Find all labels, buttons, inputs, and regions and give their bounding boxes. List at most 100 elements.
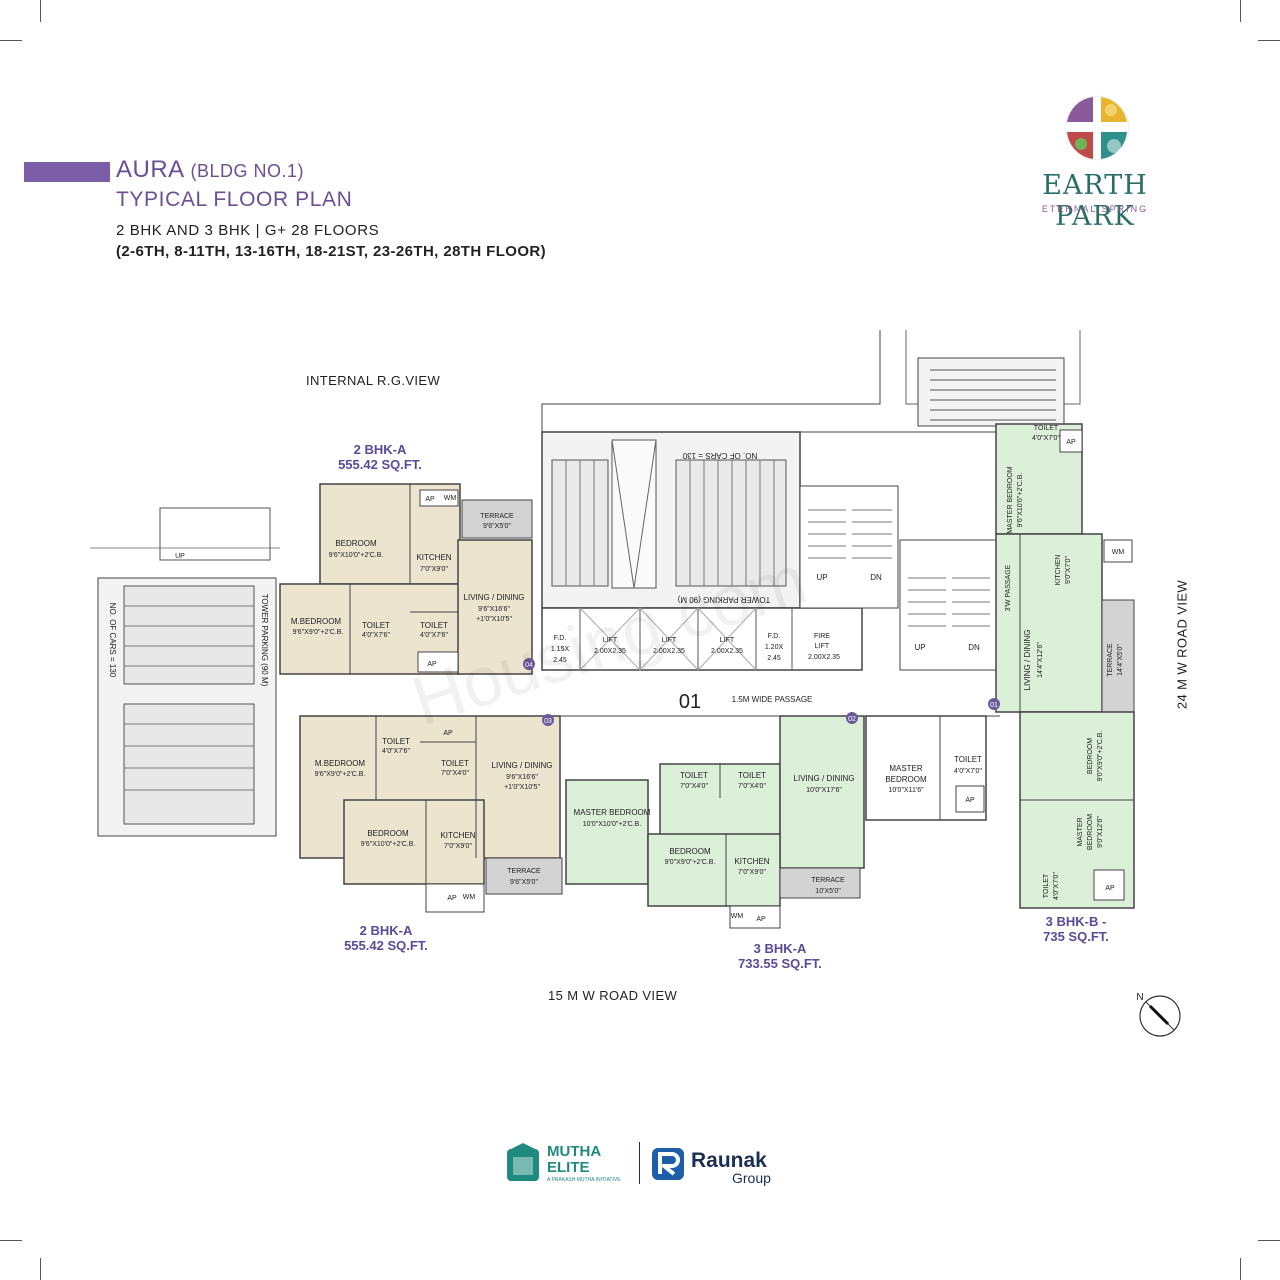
brand-name: EARTH PARK xyxy=(1042,170,1148,232)
lift-dim-1: 2.00X2.35 xyxy=(594,648,626,655)
mbedroom-label: M.BEDROOM xyxy=(291,617,342,626)
unit-area: 733.55 SQ.FT. xyxy=(738,956,822,971)
config-line: 2 BHK AND 3 BHK | G+ 28 FLOORS xyxy=(116,222,380,239)
fire-lift-dim: 2.00X2.35 xyxy=(808,654,840,661)
fd-dim-2: 1.20X xyxy=(765,644,784,651)
kitchen-label-3a: KITCHEN xyxy=(734,857,769,866)
unit-label-2bhk-top: 2 BHK-A 555.42 SQ.FT. xyxy=(320,442,440,472)
unit-area: 735 SQ.FT. xyxy=(1043,929,1109,944)
kitchen-label-3b: KITCHEN xyxy=(1055,555,1062,586)
north-arrow-icon: N xyxy=(1136,992,1181,1037)
fd-dim-1b: 2.45 xyxy=(553,657,567,664)
plan-title: TYPICAL FLOOR PLAN xyxy=(116,188,353,211)
terrace-label-top: TERRACE xyxy=(480,513,514,520)
view-bottom: 15 M W ROAD VIEW xyxy=(548,988,678,1003)
unit-3bhk-b-mid: MASTER BEDROOM 10'0"X11'6" TOILET 4'0"X7… xyxy=(865,715,987,821)
marker-04: 04 xyxy=(525,662,533,669)
bedroom-label: BEDROOM xyxy=(335,539,377,548)
toilet-label-1: TOILET xyxy=(362,621,390,630)
ap-label-3b-top: AP xyxy=(1066,439,1076,446)
crop-mark xyxy=(40,0,41,22)
crop-mark xyxy=(1258,40,1280,41)
ap-label-3a: AP xyxy=(756,916,766,923)
unit-label-3bhk-a: 3 BHK-A 733.55 SQ.FT. xyxy=(720,941,840,971)
mutha-line2: ELITE xyxy=(547,1159,590,1176)
fire-lift-label-2: LIFT xyxy=(815,643,830,650)
master-label-3b2: MASTER xyxy=(1077,817,1084,846)
left-parking-block: NO. OF CARS = 130 TOWER PARKING (90 M) U… xyxy=(97,507,277,837)
crop-mark xyxy=(1258,1240,1280,1241)
bedroom-label-3b: BEDROOM xyxy=(1087,738,1094,774)
lift-label-1: LIFT xyxy=(603,637,618,644)
living-dim-3b: 14'4"X12'6" xyxy=(1037,642,1044,678)
toilet-dim-2: 4'0"X7'6" xyxy=(420,632,448,639)
bedroom-dim-b: 9'6"X10'0"+2'C.B. xyxy=(361,841,416,848)
stair-up-2: UP xyxy=(914,643,925,652)
floors-line: (2-6TH, 8-11TH, 13-16TH, 18-21ST, 23-26T… xyxy=(116,243,547,260)
toilet-dim-b2: 7'0"X4'0" xyxy=(441,770,469,777)
central-parking-block: NO. OF CARS = 130 TOWER PARKING (90 M) xyxy=(541,431,801,609)
unit-2bhk-a-top: TERRACE 9'6"X5'0" BEDROOM 9'6"X10'0"+2'C… xyxy=(279,483,535,675)
marker-03: 03 xyxy=(544,718,552,725)
bedroom-label-b: BEDROOM xyxy=(367,829,409,838)
north-label: N xyxy=(1136,992,1143,1003)
ap-label-2: AP xyxy=(427,661,437,668)
terrace-dim-3a: 10'X5'0" xyxy=(815,888,841,895)
marker-01: 01 xyxy=(990,702,998,709)
accent-bar xyxy=(24,162,110,182)
terrace-dim-3b: 14'4"X5'0" xyxy=(1117,644,1124,676)
bedroom-word-3b2: BEDROOM xyxy=(1087,814,1094,850)
master-bedroom-label-3b: MASTER BEDROOM xyxy=(1007,466,1014,533)
fd-label-1: F.D. xyxy=(554,635,567,642)
raunak-name: Raunak xyxy=(691,1149,767,1172)
mutha-line1: MUTHA xyxy=(547,1143,602,1160)
raunak-logo-icon xyxy=(652,1148,684,1180)
toilet-label-3b1: TOILET xyxy=(954,755,982,764)
passage-3b: 3'W PASSAGE xyxy=(1005,564,1012,611)
stair-dn-1: DN xyxy=(870,573,882,582)
lift-dim-3: 2.00X2.35 xyxy=(711,648,743,655)
mb2-dim: 10'0"X11'6" xyxy=(888,787,924,794)
earth-park-logo-icon xyxy=(1064,95,1130,161)
living-label-3a: LIVING / DINING xyxy=(794,774,855,783)
left-tower-parking-label: TOWER PARKING (90 M) xyxy=(260,594,269,687)
living-label: LIVING / DINING xyxy=(464,593,525,602)
terrace-label-b: TERRACE xyxy=(507,868,541,875)
lift-dim-2: 2.00X2.35 xyxy=(653,648,685,655)
toilet-label-2: TOILET xyxy=(420,621,448,630)
stair-dn-2: DN xyxy=(968,643,980,652)
fd-label-2: F.D. xyxy=(768,633,781,640)
toilet-dim-1: 4'0"X7'6" xyxy=(362,632,390,639)
living-label-3b: LIVING / DINING xyxy=(1023,630,1032,691)
crop-mark xyxy=(40,1258,41,1280)
unit-area: 555.42 SQ.FT. xyxy=(338,457,422,472)
kitchen-label: KITCHEN xyxy=(416,553,451,562)
bedroom-dim-3b: 9'0"X9'0"+2'C.B. xyxy=(1097,731,1104,782)
view-right: 24 M W ROAD VIEW xyxy=(1174,579,1190,710)
living-dim-b1: 9'6"X16'6" xyxy=(506,774,538,781)
wm-label-b: WM xyxy=(463,894,476,901)
crop-mark xyxy=(0,40,22,41)
kitchen-dim: 7'0"X9'0" xyxy=(420,566,448,573)
mutha-logo: MUTHA ELITE xyxy=(547,1144,601,1176)
living-dim-1: 9'6"X16'6" xyxy=(478,606,510,613)
master-label-2: MASTER xyxy=(889,764,923,773)
toilet-label-3b-bot: TOILET xyxy=(1043,873,1050,898)
unit-area: 555.42 SQ.FT. xyxy=(344,938,428,953)
terrace-dim-top: 9'6"X5'0" xyxy=(483,523,511,530)
ap-label-3b-bot: AP xyxy=(1105,885,1115,892)
lift-core: F.D. 1.15X 2.45 LIFT 2.00X2.35 LIFT 2.00… xyxy=(541,607,863,671)
crop-mark xyxy=(0,1240,22,1241)
lift-label-3: LIFT xyxy=(720,637,735,644)
bedroom-dim: 9'6"X10'0"+2'C.B. xyxy=(329,552,384,559)
staircases: UP DN UP DN xyxy=(799,485,997,671)
toilet-dim-3a1: 7'0"X4'0" xyxy=(680,783,708,790)
kitchen-dim-3b: 9'0"X7'0" xyxy=(1065,556,1072,584)
view-top: INTERNAL R.G.VIEW xyxy=(306,373,441,388)
master-bedroom-dim-3b: 9'6"X10'6"+2'C.B. xyxy=(1017,473,1024,528)
bedroom-word-2: BEDROOM xyxy=(885,775,927,784)
toilet-label-3a1: TOILET xyxy=(680,771,708,780)
master-bedroom-dim-3a: 10'0"X10'0"+2'C.B. xyxy=(583,821,642,828)
toilet-label-b2: TOILET xyxy=(441,759,469,768)
kitchen-dim-3a: 7'0"X9'0" xyxy=(738,869,766,876)
